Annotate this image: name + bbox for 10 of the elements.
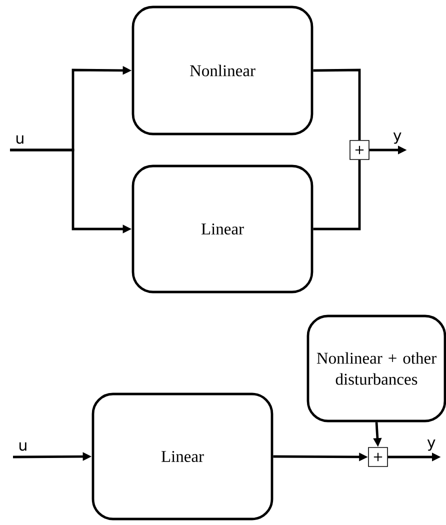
signal-label: y <box>427 439 436 451</box>
signal-label: u <box>19 442 26 451</box>
block-box: Linear <box>92 392 274 520</box>
summing-junction: + <box>350 140 370 160</box>
block-box: Linear <box>132 164 314 294</box>
signal-label: u <box>16 135 24 144</box>
summing-junction: + <box>368 447 388 467</box>
block-box: Nonlinear <box>132 6 314 136</box>
signal-label: y <box>393 132 402 144</box>
block-box: Nonlinear + other disturbances <box>306 314 446 422</box>
